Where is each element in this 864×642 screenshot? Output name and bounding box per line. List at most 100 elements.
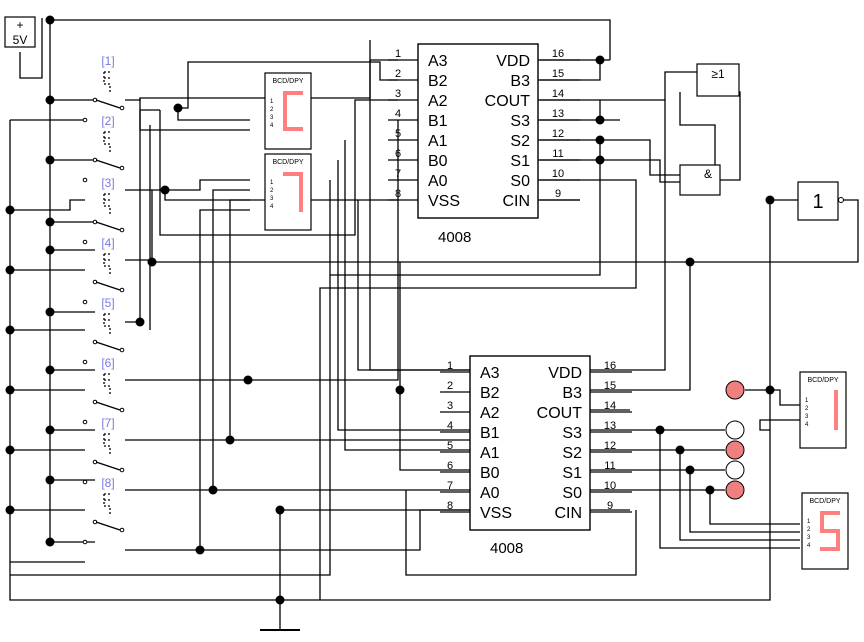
pin-number: 14	[604, 400, 616, 412]
switch-5[interactable]: [5]	[82, 296, 125, 365]
pin-number: 4	[447, 420, 453, 432]
wire-junction	[45, 155, 55, 165]
pin-label: S1	[510, 153, 530, 170]
display-pin: 1	[270, 99, 274, 105]
wire-junction	[45, 425, 55, 435]
power-source: + 5V	[4, 16, 36, 48]
display-pin: 3	[805, 414, 809, 420]
display-pin: 2	[270, 107, 274, 113]
junction-dots	[5, 15, 775, 605]
pin-number: 1	[447, 360, 453, 372]
wire-junction	[675, 445, 685, 455]
pin-number: 13	[604, 420, 616, 432]
pin-label: B1	[480, 425, 500, 442]
pin-label: A1	[480, 445, 500, 462]
switch-label: [7]	[101, 416, 114, 430]
wire-junction	[45, 307, 55, 317]
wire-junction	[395, 385, 405, 395]
pin-number: 3	[447, 400, 453, 412]
led-indicator-5-on	[725, 480, 745, 500]
wire-junction	[765, 385, 775, 395]
chip-name: 4008	[438, 229, 471, 246]
display-pin: 2	[807, 527, 811, 533]
pin-label: B0	[480, 465, 500, 482]
display-pin: 4	[270, 204, 274, 210]
wire-junction	[5, 265, 15, 275]
pin-label: A3	[428, 53, 448, 70]
pin-label: S3	[562, 425, 582, 442]
switch-4[interactable]: [4]	[82, 236, 125, 305]
display-title: BCD/DPY	[809, 498, 840, 505]
wire-junction	[685, 465, 695, 475]
pin-label: A0	[428, 173, 448, 190]
display-pin: 3	[270, 196, 274, 202]
pin-number: 5	[395, 128, 401, 140]
wire-junction	[5, 445, 15, 455]
pin-label: B2	[480, 385, 500, 402]
power-plus: +	[16, 18, 23, 32]
display-pin: 2	[270, 188, 274, 194]
display-pin: 2	[805, 406, 809, 412]
pin-number: 12	[552, 128, 564, 140]
pin-number: 2	[395, 68, 401, 80]
wire-junction	[5, 505, 15, 515]
pin-number: 3	[395, 88, 401, 100]
wire-junction	[195, 545, 205, 555]
pin-label: B0	[428, 153, 448, 170]
wire-junction	[160, 185, 170, 195]
pin-number: 15	[604, 380, 616, 392]
wire-junction	[45, 245, 55, 255]
pin-number: 16	[552, 48, 564, 60]
switch-label: [3]	[101, 176, 114, 190]
wire-junction	[765, 195, 775, 205]
wire-junction	[45, 365, 55, 375]
wire-junction	[595, 55, 605, 65]
switch-label: [4]	[101, 236, 114, 250]
display-title: BCD/DPY	[807, 377, 838, 384]
pin-label: B1	[428, 113, 448, 130]
pin-number: 7	[395, 168, 401, 180]
wire-junction	[243, 375, 253, 385]
display-pin: 1	[270, 180, 274, 186]
switch-8[interactable]: [8]	[82, 476, 125, 545]
wire-junction	[45, 217, 55, 227]
display-pin: 1	[805, 398, 809, 404]
wire-junction	[5, 325, 15, 335]
switch-6[interactable]: [6]	[82, 356, 125, 425]
display-pin: 4	[807, 543, 811, 549]
pin-label: CIN	[554, 505, 582, 522]
switch-bank: [1][2][3] [4] [5][6][7] [8]	[82, 54, 125, 545]
or-gate: ≥1	[696, 63, 740, 97]
pin-number: 12	[604, 440, 616, 452]
wire-junction	[173, 103, 183, 113]
pin-label: B3	[562, 385, 582, 402]
buffer-gate-label: 1	[812, 191, 823, 213]
switch-3[interactable]: [3]	[82, 176, 125, 245]
wire-junction	[45, 95, 55, 105]
pin-number: 6	[395, 148, 401, 160]
pin-label: CIN	[502, 193, 530, 210]
pin-number: 15	[552, 68, 564, 80]
switch-7[interactable]: [7]	[82, 416, 125, 485]
display-title: BCD/DPY	[272, 78, 303, 85]
wire-junction	[275, 505, 285, 515]
wire-junction	[5, 385, 15, 395]
wire-junction	[147, 257, 157, 267]
wire-junction	[225, 435, 235, 445]
wire-junction	[595, 155, 605, 165]
pin-label: A2	[480, 405, 500, 422]
pin-label: VDD	[496, 53, 530, 70]
switch-2[interactable]: [2]	[82, 114, 125, 183]
pin-label: S0	[510, 173, 530, 190]
pin-number: 14	[552, 88, 564, 100]
wire-junction	[208, 485, 218, 495]
wire-junction	[655, 425, 665, 435]
and-gate-label: &	[704, 167, 712, 181]
switch-1[interactable]: [1]	[82, 54, 125, 123]
pin-label: A1	[428, 133, 448, 150]
display-pin: 1	[807, 519, 811, 525]
